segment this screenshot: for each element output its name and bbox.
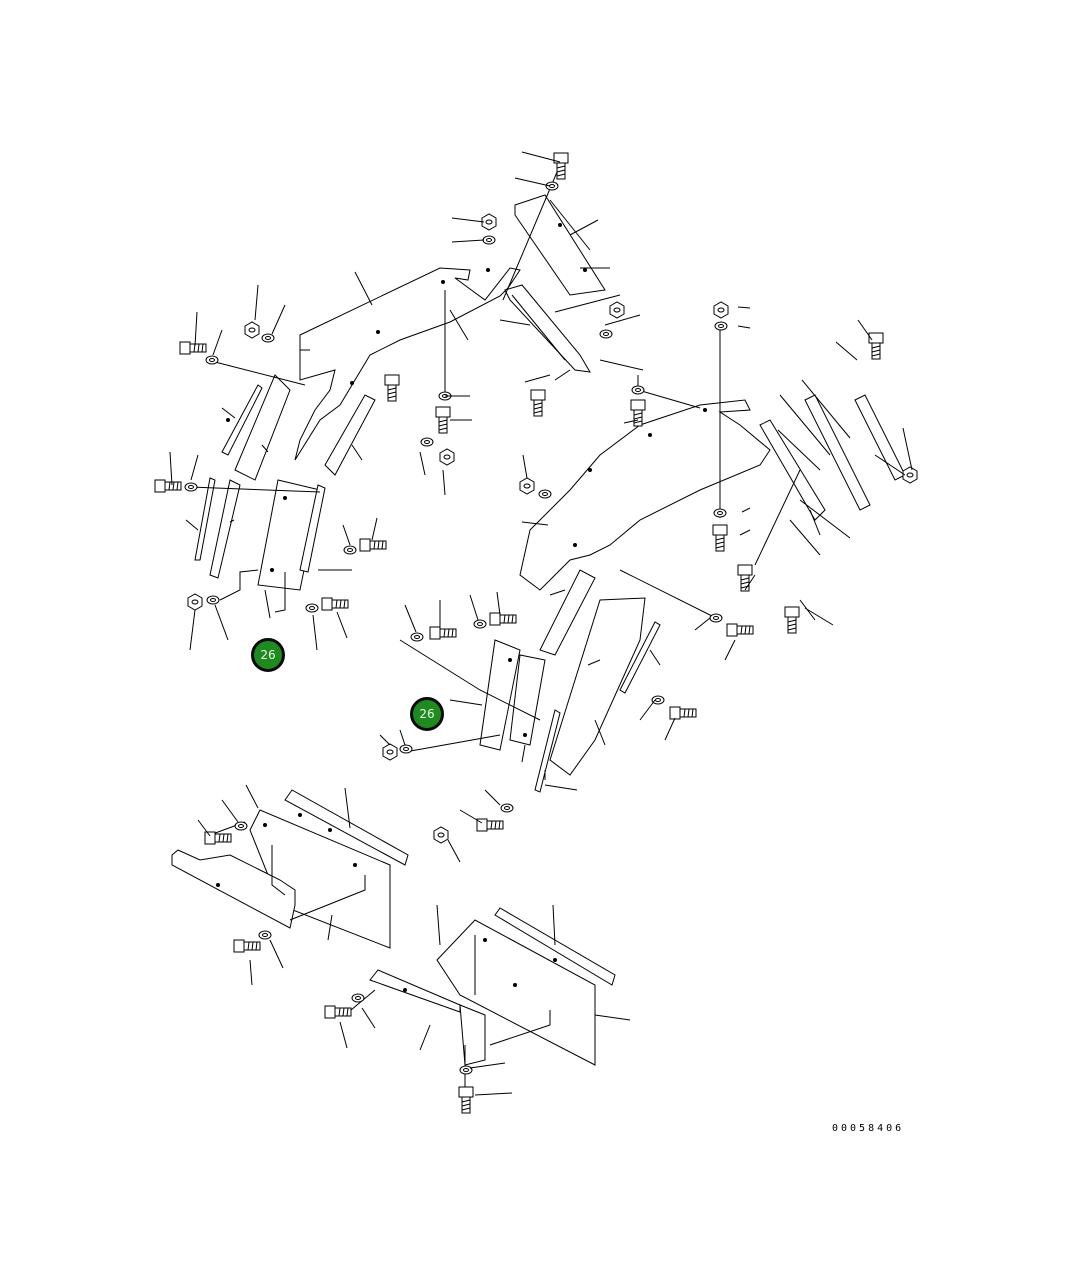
drawing-number: 00058406 (832, 1123, 905, 1134)
callout-26-center[interactable]: 26 (410, 697, 444, 731)
center-cover-assembly (400, 570, 720, 792)
upper-cover-assembly (295, 165, 605, 475)
callout-label: 26 (260, 648, 276, 662)
callout-label: 26 (419, 707, 435, 721)
lower-left-plate-assembly (172, 790, 408, 948)
left-cover-assembly (190, 362, 325, 612)
bottom-plate-assembly (345, 908, 615, 1095)
callout-26-left[interactable]: 26 (251, 638, 285, 672)
leader-lines (170, 152, 912, 1095)
